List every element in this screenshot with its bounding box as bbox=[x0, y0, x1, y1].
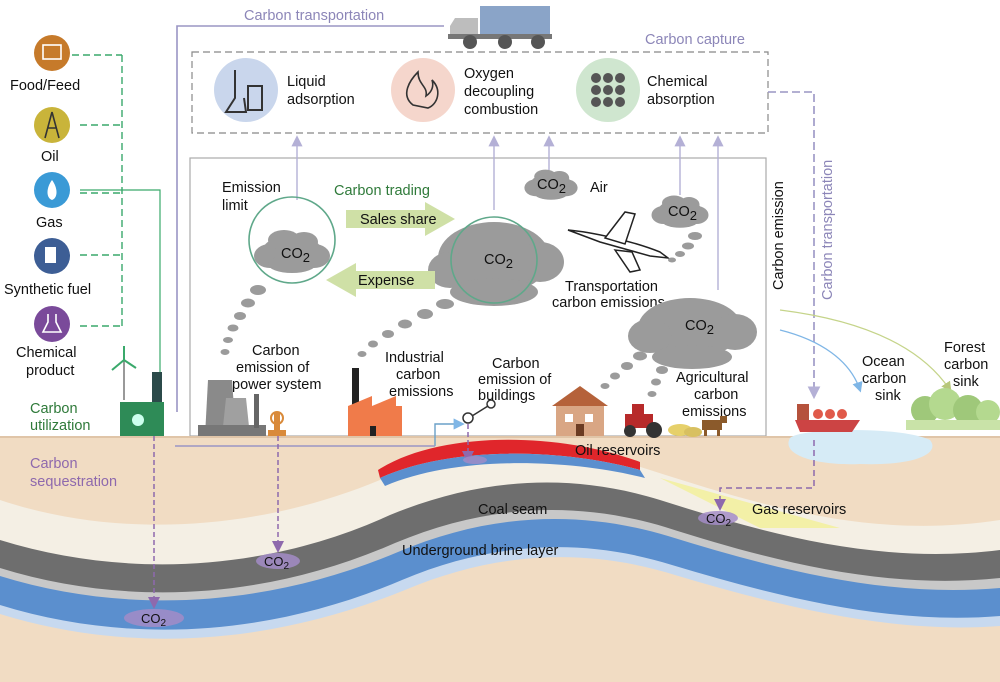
svg-text:buildings: buildings bbox=[478, 388, 535, 404]
svg-text:Sales share: Sales share bbox=[360, 212, 437, 228]
svg-text:power system: power system bbox=[232, 377, 321, 393]
carbon-trading-title: Carbon trading bbox=[334, 183, 430, 199]
utilization-plant-icon bbox=[111, 346, 164, 436]
svg-text:emissions: emissions bbox=[682, 404, 746, 420]
svg-text:combustion: combustion bbox=[464, 102, 538, 118]
power-plant-icon bbox=[198, 380, 266, 436]
agricultural-co2-cloud bbox=[628, 298, 757, 369]
food-icon bbox=[34, 35, 70, 71]
trading-ring bbox=[450, 216, 538, 304]
svg-text:product: product bbox=[26, 363, 74, 379]
svg-text:Food/Feed: Food/Feed bbox=[10, 78, 80, 94]
svg-text:emissions: emissions bbox=[389, 384, 453, 400]
sales-share-arrow: Sales share bbox=[346, 202, 455, 236]
svg-text:Industrial: Industrial bbox=[385, 350, 444, 366]
airplane-icon bbox=[567, 211, 671, 273]
svg-text:CO2: CO2 bbox=[484, 252, 513, 271]
svg-text:Carbon: Carbon bbox=[30, 401, 78, 417]
svg-text:CO2: CO2 bbox=[685, 318, 714, 337]
svg-text:Liquid: Liquid bbox=[287, 74, 326, 90]
svg-text:Expense: Expense bbox=[358, 273, 414, 289]
oxygen-decoupling-method: Oxygen decoupling combustion bbox=[391, 58, 538, 122]
svg-text:Transportation: Transportation bbox=[565, 279, 658, 295]
svg-text:carbon: carbon bbox=[862, 371, 906, 387]
svg-text:emission of: emission of bbox=[236, 360, 310, 376]
svg-text:CO2: CO2 bbox=[264, 554, 290, 572]
svg-text:carbon: carbon bbox=[694, 387, 738, 403]
svg-text:Synthetic fuel: Synthetic fuel bbox=[4, 282, 91, 298]
tanker-ship-icon bbox=[795, 404, 860, 432]
brine-layer-label: Underground brine layer bbox=[402, 543, 559, 559]
svg-text:limit: limit bbox=[222, 198, 248, 214]
hay-icon bbox=[668, 424, 702, 437]
svg-text:Chemical: Chemical bbox=[16, 345, 76, 361]
svg-text:Emission: Emission bbox=[222, 180, 281, 196]
svg-text:carbon: carbon bbox=[396, 367, 440, 383]
carbon-capture-title: Carbon capture bbox=[645, 32, 745, 48]
factory-icon bbox=[348, 368, 402, 436]
svg-text:Gas: Gas bbox=[36, 215, 63, 231]
oil-reservoirs-label: Oil reservoirs bbox=[575, 443, 660, 459]
svg-text:Ocean: Ocean bbox=[862, 354, 905, 370]
resource-icons bbox=[34, 35, 70, 342]
svg-text:Carbon: Carbon bbox=[30, 456, 78, 472]
ocean-icon bbox=[788, 430, 933, 465]
transport-line-top bbox=[176, 25, 444, 412]
transport-line-right bbox=[768, 91, 821, 400]
svg-text:utilization: utilization bbox=[30, 418, 90, 434]
svg-text:absorption: absorption bbox=[647, 92, 715, 108]
svg-text:CO2: CO2 bbox=[706, 511, 732, 529]
carbon-transportation-right-label: Carbon transportation bbox=[820, 160, 836, 300]
carbon-emission-vertical-label: Carbon emission bbox=[771, 181, 787, 290]
coal-seam-label: Coal seam bbox=[478, 502, 547, 518]
svg-text:emission of: emission of bbox=[478, 372, 552, 388]
svg-text:sequestration: sequestration bbox=[30, 474, 117, 490]
svg-text:carbon emissions: carbon emissions bbox=[552, 295, 665, 311]
oil-pump-icon bbox=[268, 411, 286, 436]
co2-labels: CO2 CO2 CO2 CO2 CO2 bbox=[281, 177, 714, 337]
svg-text:sink: sink bbox=[953, 374, 980, 390]
smoke-trails bbox=[220, 285, 668, 397]
oil-derrick-icon bbox=[34, 107, 70, 143]
svg-text:Chemical: Chemical bbox=[647, 74, 707, 90]
cow-icon bbox=[702, 416, 727, 436]
plane-contrail-dots bbox=[668, 232, 702, 263]
forest-icon bbox=[906, 388, 1000, 430]
svg-text:Air: Air bbox=[590, 180, 608, 196]
chemical-absorption-method: Chemical absorption bbox=[576, 58, 715, 122]
svg-text:CO2: CO2 bbox=[537, 177, 566, 196]
svg-text:Carbon: Carbon bbox=[492, 356, 540, 372]
underground-layers bbox=[0, 437, 1000, 682]
svg-text:carbon: carbon bbox=[944, 357, 988, 373]
co2-storage-pools: CO2 CO2 CO2 bbox=[124, 511, 738, 629]
svg-text:decoupling: decoupling bbox=[464, 84, 534, 100]
ship-injection-line bbox=[714, 440, 815, 511]
house-icon bbox=[552, 386, 608, 436]
svg-text:Oxygen: Oxygen bbox=[464, 66, 514, 82]
svg-text:Oil: Oil bbox=[41, 149, 59, 165]
liquid-adsorption-method: Liquid adsorption bbox=[214, 58, 355, 122]
svg-text:CO2: CO2 bbox=[281, 246, 310, 265]
expense-arrow: Expense bbox=[326, 263, 435, 297]
trading-co2-cloud bbox=[428, 222, 564, 306]
capture-arrows bbox=[291, 135, 724, 290]
flame-icon bbox=[391, 58, 455, 122]
chemical-icon bbox=[34, 306, 70, 342]
truck-icon bbox=[448, 6, 552, 49]
injection-valve-icon bbox=[462, 399, 496, 424]
svg-text:Agricultural: Agricultural bbox=[676, 370, 749, 386]
emission-limit-ring bbox=[248, 196, 336, 284]
svg-text:Forest: Forest bbox=[944, 340, 985, 356]
svg-text:sink: sink bbox=[875, 388, 902, 404]
carbon-transportation-top-label: Carbon transportation bbox=[244, 8, 384, 24]
svg-text:Carbon: Carbon bbox=[252, 343, 300, 359]
gas-reservoirs-label: Gas reservoirs bbox=[752, 502, 846, 518]
svg-text:adsorption: adsorption bbox=[287, 92, 355, 108]
tractor-icon bbox=[624, 404, 662, 438]
svg-text:CO2: CO2 bbox=[668, 204, 697, 223]
svg-text:CO2: CO2 bbox=[141, 611, 167, 629]
